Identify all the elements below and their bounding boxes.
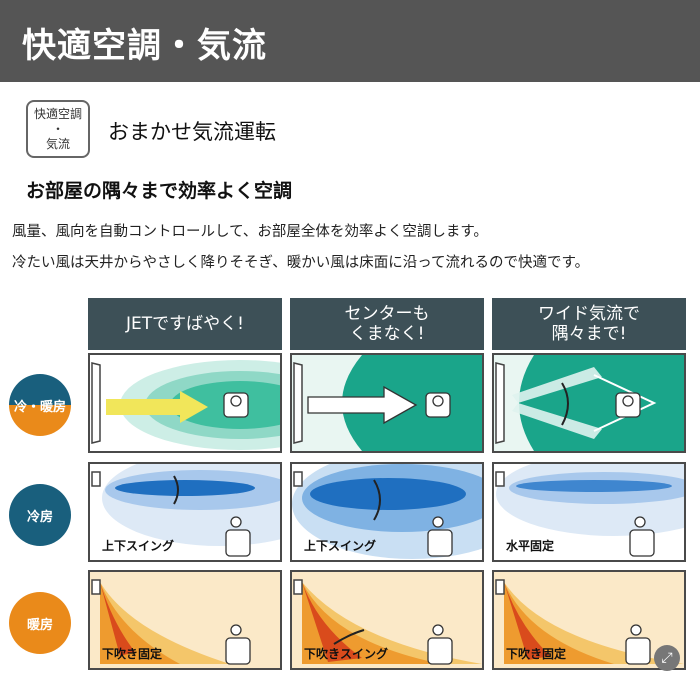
- column-head-jet-line-1: JETですばやく!: [126, 314, 244, 334]
- cooling-label-center: 上下スイング: [304, 539, 377, 553]
- column-head-center-line-2: くまなく!: [349, 324, 425, 344]
- column-head-wide-line-2: 隅々まで!: [551, 324, 627, 344]
- panel-jet-cooling: 上下スイング: [88, 462, 282, 562]
- airflow-center-illustration: [292, 355, 482, 451]
- column-head-jet: JETですばやく!: [88, 298, 282, 350]
- cooling-horizontal-illustration: [494, 464, 684, 560]
- magnify-icon[interactable]: ⤢: [654, 645, 680, 671]
- description-line-1: 風量、風向を自動コントロールして、お部屋全体を効率よく空調します。: [12, 224, 488, 240]
- heating-label-jet: 下吹き固定: [102, 647, 163, 661]
- feature-badge: 快適空調 ・ 気流: [26, 100, 90, 158]
- badge-line-2: ・: [51, 121, 64, 136]
- row-label-cool: 冷房: [9, 484, 71, 546]
- panel-center-cooling: 上下スイング: [290, 462, 484, 562]
- airflow-wide-illustration: [494, 355, 684, 451]
- page-header: 快適空調・気流: [0, 0, 700, 82]
- row-label-cool-heat: 冷・暖房: [9, 374, 71, 436]
- panel-wide-mixed: [492, 353, 686, 453]
- cooling-center-illustration: [292, 464, 482, 560]
- heating-fixed-illustration: [494, 572, 684, 668]
- panel-center-mixed: [290, 353, 484, 453]
- panel-wide-heating: 下吹き固定: [492, 570, 686, 670]
- cooling-label-wide: 水平固定: [506, 539, 555, 553]
- heating-down-illustration: [90, 572, 280, 668]
- column-head-wide-line-1: ワイド気流で: [538, 304, 640, 324]
- column-head-center: センターも くまなく!: [290, 298, 484, 350]
- mode-title: おまかせ気流運転: [108, 120, 276, 144]
- heating-swing-illustration: [292, 572, 482, 668]
- section-subtitle: お部屋の隅々まで効率よく空調: [26, 180, 293, 202]
- badge-line-3: 気流: [45, 136, 70, 151]
- description-line-2: 冷たい風は天井からやさしく降りそそぎ、暖かい風は床面に沿って流れるので快適です。: [12, 255, 590, 271]
- heating-label-wide: 下吹き固定: [506, 647, 567, 661]
- badge-line-1: 快適空調: [33, 106, 82, 121]
- cooling-label-jet: 上下スイング: [102, 539, 175, 553]
- panel-jet-heating: 下吹き固定: [88, 570, 282, 670]
- row-label-heat: 暖房: [9, 592, 71, 654]
- panel-jet-mixed: [88, 353, 282, 453]
- airflow-jet-illustration: [90, 355, 280, 451]
- page-title: 快適空調・気流: [22, 26, 267, 66]
- heating-label-center: 下吹きスイング: [304, 647, 389, 661]
- panel-center-heating: 下吹きスイング: [290, 570, 484, 670]
- column-head-wide: ワイド気流で 隅々まで!: [492, 298, 686, 350]
- cooling-swing-illustration: [90, 464, 280, 560]
- panel-wide-cooling: 水平固定: [492, 462, 686, 562]
- column-head-center-line-1: センターも: [344, 304, 430, 324]
